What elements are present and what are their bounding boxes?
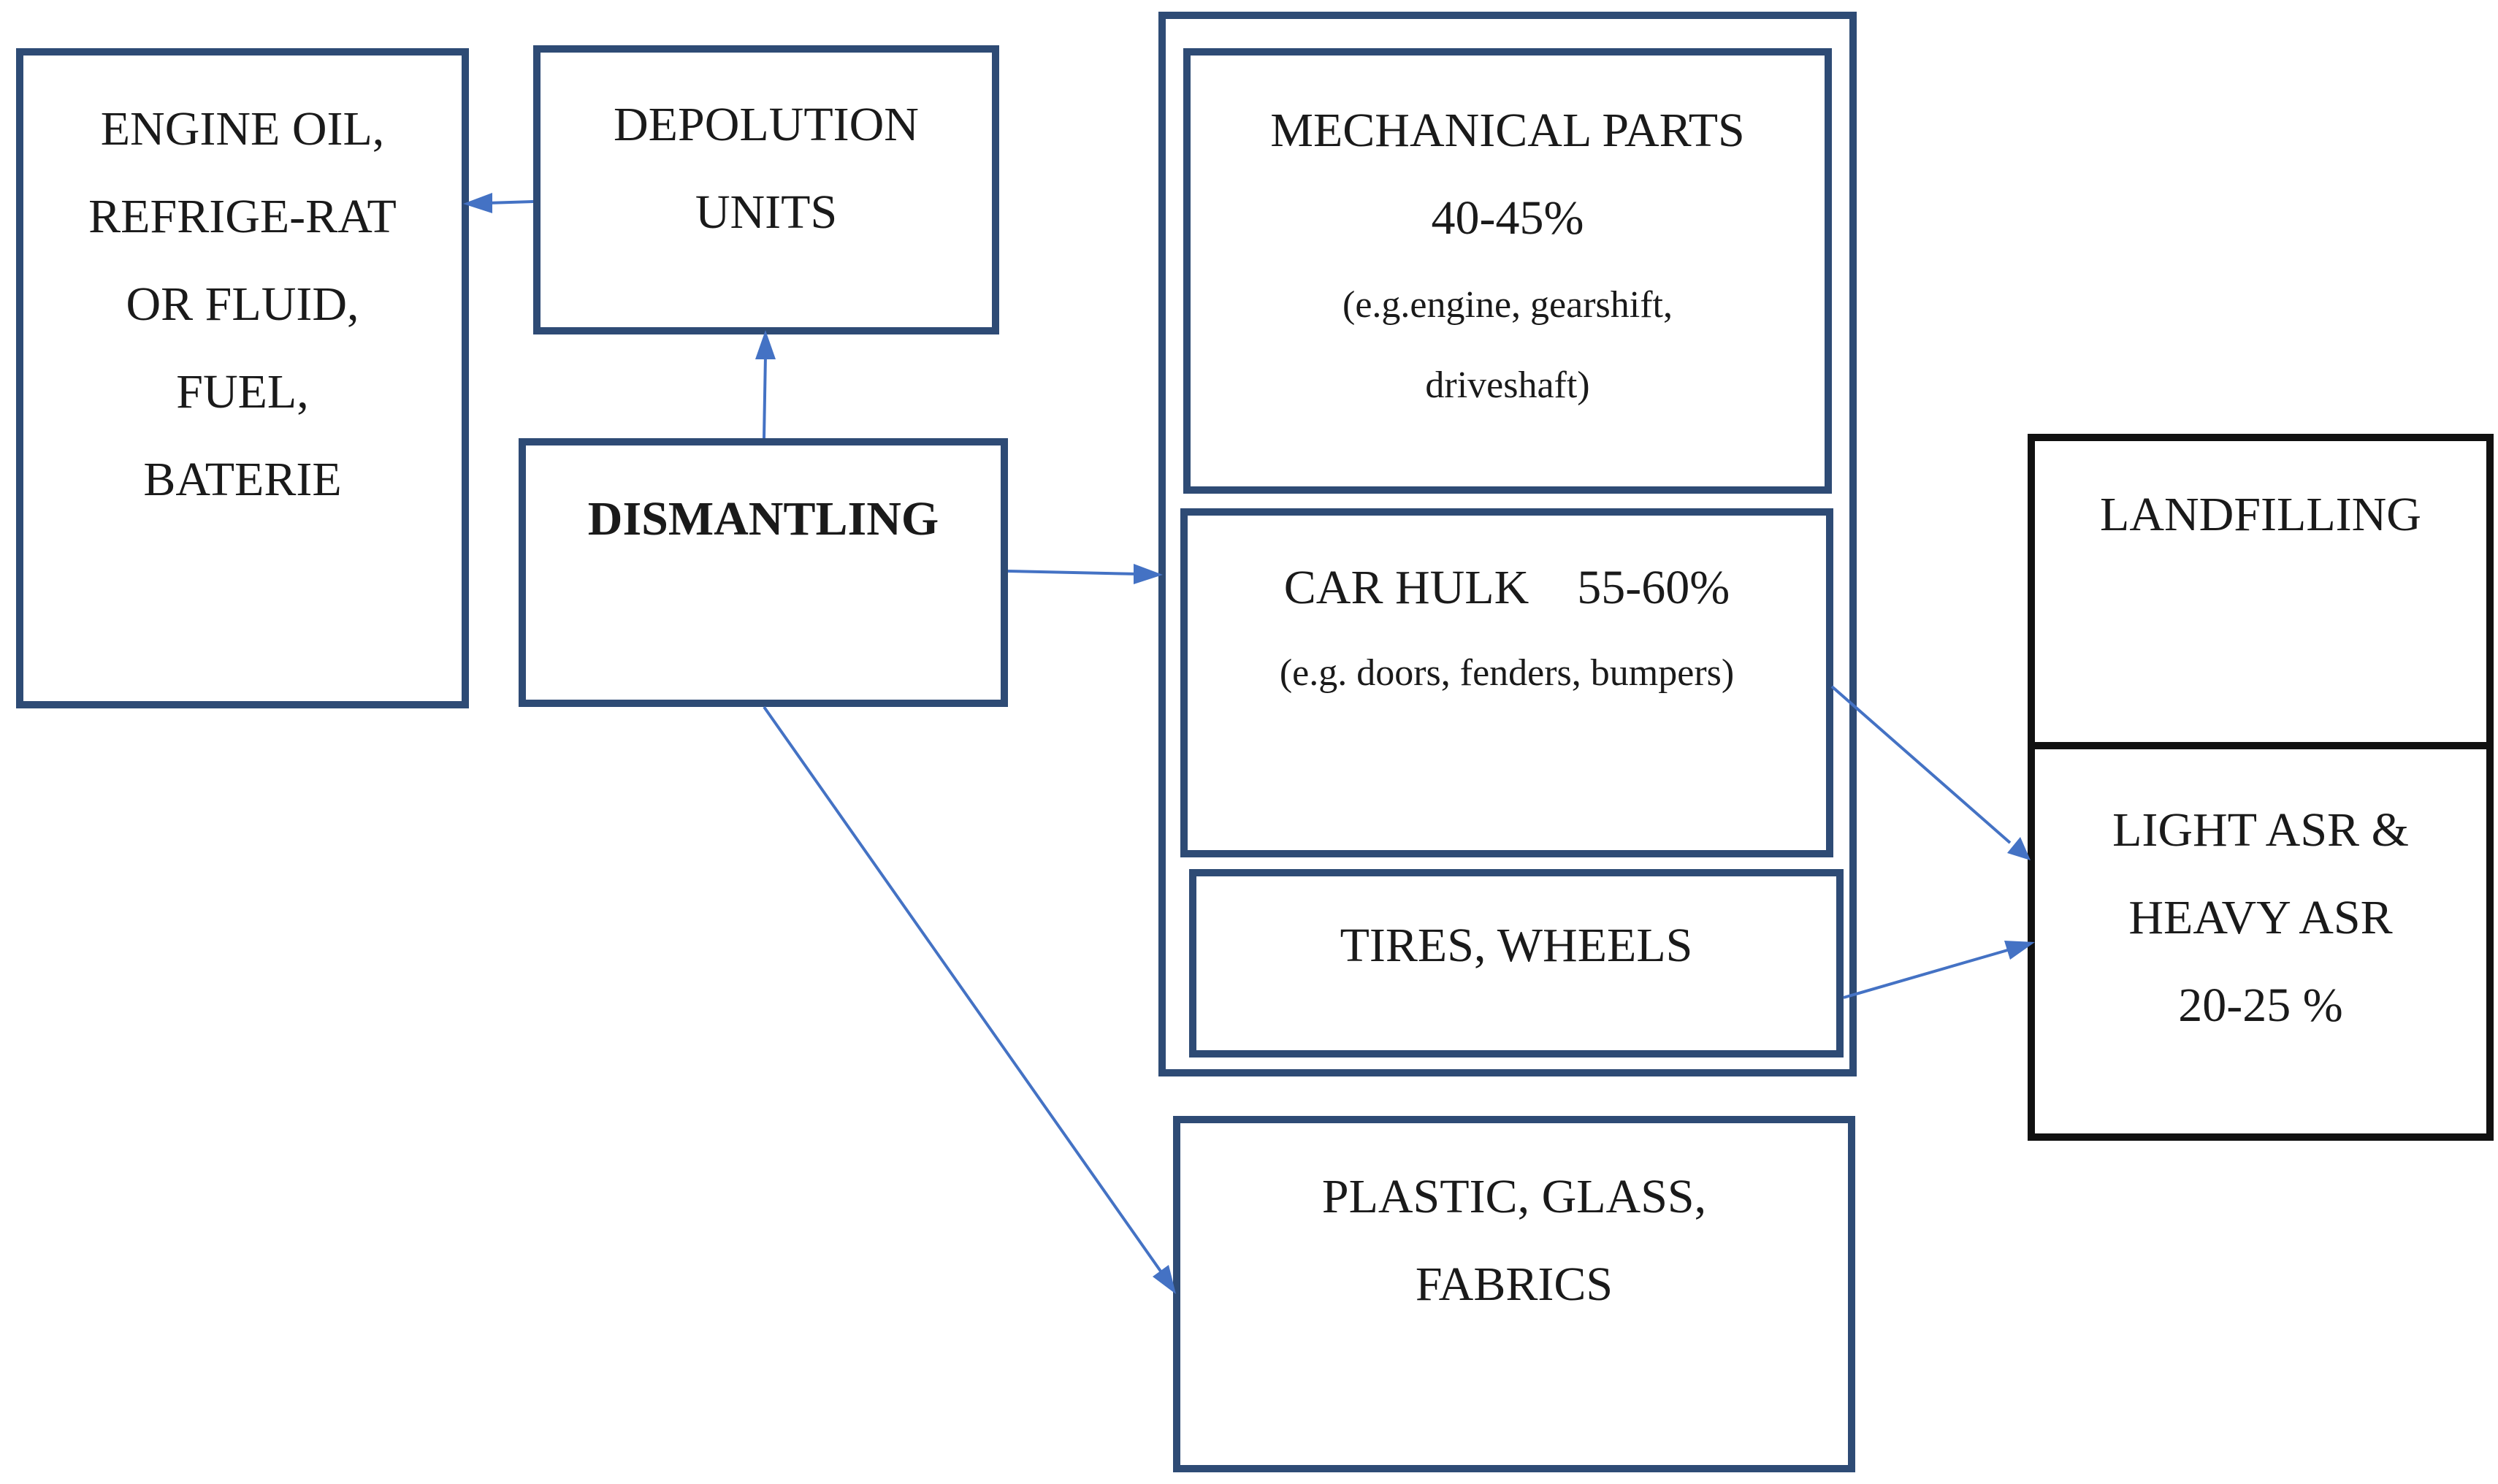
tires-wheels-label: TIRES, WHEELS <box>1340 919 1693 972</box>
dismantling-box: DISMANTLING <box>519 438 1008 707</box>
asr-line-2: HEAVY ASR <box>2128 891 2393 944</box>
arrow-dismantling-to-depolution <box>763 354 767 439</box>
mechanical-example-2: driveshaft) <box>1425 364 1590 406</box>
dismantling-label: DISMANTLING <box>587 492 939 546</box>
arrow-tires-to-asr <box>1843 948 2011 999</box>
landfilling-label: LANDFILLING <box>2100 488 2421 541</box>
asr-line-1: LIGHT ASR & <box>2112 803 2409 857</box>
fluids-line-3: OR FLUID, <box>126 278 359 331</box>
fluids-line-1: ENGINE OIL, <box>100 102 385 156</box>
depolution-units-box: DEPOLUTION UNITS <box>533 45 999 334</box>
car-hulk-example: (e.g. doors, fenders, bumpers) <box>1279 652 1735 694</box>
car-hulk-title: CAR HULK 55-60% <box>1283 561 1730 614</box>
depolution-line-2: UNITS <box>695 186 838 239</box>
plastic-glass-fabrics-box: PLASTIC, GLASS, FABRICS <box>1173 1116 1855 1472</box>
asr-line-3: 20-25 % <box>2178 979 2343 1032</box>
fluids-box: ENGINE OIL, REFRIGE-RAT OR FLUID, FUEL, … <box>16 48 469 708</box>
mechanical-percent: 40-45% <box>1431 191 1584 245</box>
fluids-line-4: FUEL, <box>176 365 309 418</box>
asr-box: LIGHT ASR & HEAVY ASR 20-25 % <box>2028 742 2494 1141</box>
mechanical-parts-box: MECHANICAL PARTS 40-45% (e.g.engine, gea… <box>1183 48 1832 494</box>
depolution-line-1: DEPOLUTION <box>614 98 919 151</box>
arrow-depolution-to-fluids <box>487 200 534 204</box>
landfilling-box: LANDFILLING <box>2028 434 2494 749</box>
fluids-line-2: REFRIGE-RAT <box>88 190 397 243</box>
arrow-dismantling-to-components <box>1007 570 1140 575</box>
tires-wheels-box: TIRES, WHEELS <box>1189 869 1844 1057</box>
plastic-line-1: PLASTIC, GLASS, <box>1321 1170 1707 1223</box>
car-hulk-box: CAR HULK 55-60% (e.g. doors, fenders, bu… <box>1180 508 1833 857</box>
fluids-line-5: BATERIE <box>143 453 342 506</box>
mechanical-example-1: (e.g.engine, gearshift, <box>1342 284 1673 326</box>
arrowhead-depolution <box>755 330 776 359</box>
plastic-line-2: FABRICS <box>1415 1258 1613 1311</box>
arrow-car-hulk-to-asr <box>1830 685 2012 844</box>
mechanical-title: MECHANICAL PARTS <box>1270 104 1745 157</box>
arrow-dismantling-to-plastic <box>763 705 1163 1274</box>
